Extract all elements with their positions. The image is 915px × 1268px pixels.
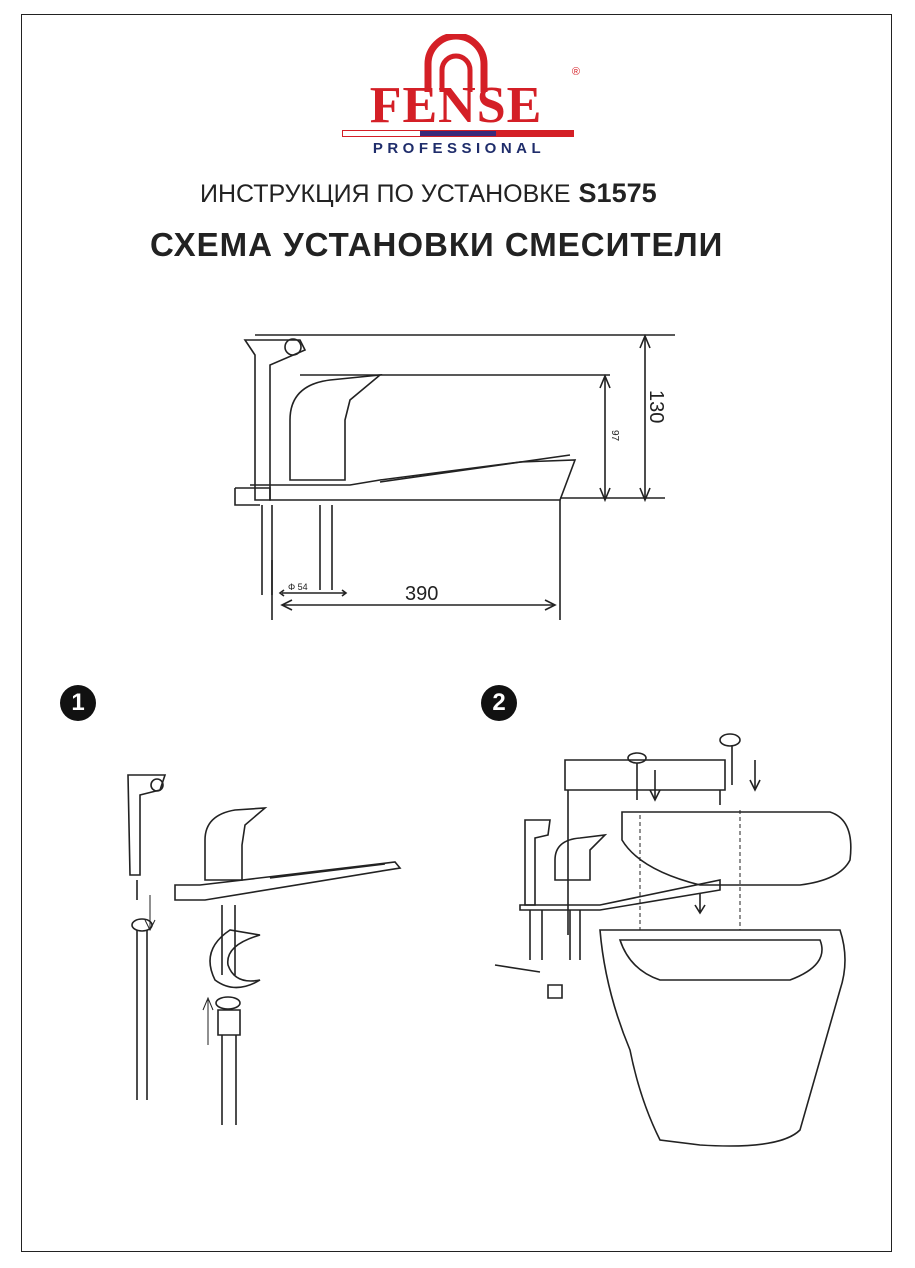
dim-height-total: 130 (645, 390, 667, 423)
logo-stripe (342, 130, 574, 137)
step1-drawing (127, 774, 402, 1125)
dim-diameter: Φ 54 (288, 582, 308, 592)
dim-height-spout: 97 (609, 430, 620, 442)
logo-subtitle: PROFESSIONAL (372, 140, 546, 157)
instruction-label: ИНСТРУКЦИЯ ПО УСТАНОВКЕ (200, 180, 571, 208)
step2-drawing (494, 733, 852, 1147)
model-number: S1575 (578, 178, 657, 208)
page-heading: СХЕМА УСТАНОВКИ СМЕСИТЕЛИ (150, 226, 724, 263)
registered-mark: ® (571, 66, 580, 78)
dim-length: 390 (405, 583, 438, 605)
faucet-dimension-drawing (234, 333, 675, 620)
page-border (21, 14, 892, 1252)
step-2-badge: 2 (481, 685, 517, 721)
step-1-badge: 1 (60, 685, 96, 721)
brand-logo: FENSE ® PROFESSIONAL (340, 34, 580, 160)
logo-arch (424, 34, 488, 92)
logo-wordmark: FENSE (369, 77, 543, 134)
